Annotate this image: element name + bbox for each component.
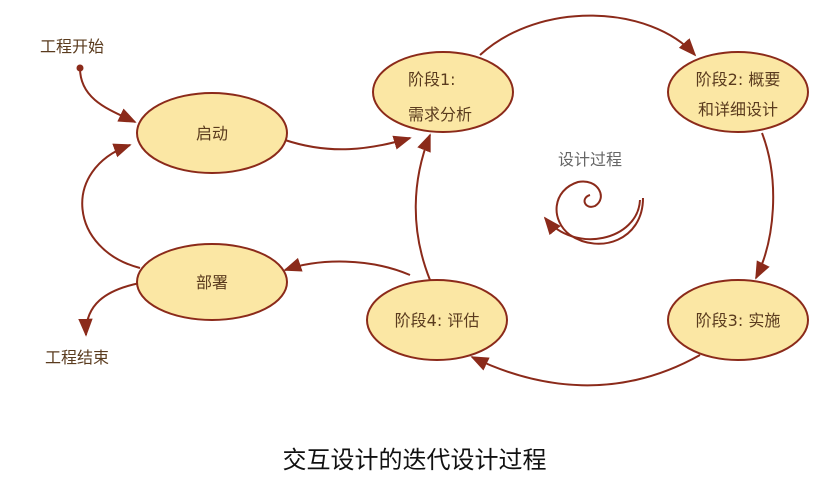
label-stage2-line1: 阶段2: 概要 xyxy=(696,70,781,89)
label-center: 设计过程 xyxy=(558,150,622,169)
label-start: 工程开始 xyxy=(40,37,104,56)
node-stage3 xyxy=(667,279,809,361)
arrow-deploy-to-end xyxy=(78,282,141,337)
arrow-stage4-to-deploy xyxy=(283,257,411,276)
cycle-arrow-icon xyxy=(543,199,641,241)
arrow-deploy-to-launch xyxy=(81,143,141,269)
start-dot xyxy=(76,64,84,72)
node-stage1 xyxy=(372,51,514,133)
label-launch: 启动 xyxy=(196,124,228,143)
arrow-stage3-to-stage4 xyxy=(470,354,701,387)
arrow-stage2-to-stage3 xyxy=(755,132,775,280)
arrow-launch-to-stage1 xyxy=(284,135,412,151)
node-launch xyxy=(136,92,288,174)
node-stage4 xyxy=(366,279,508,361)
node-stage2 xyxy=(667,51,809,133)
label-stage4: 阶段4: 评估 xyxy=(395,311,480,330)
arrow-stage1-to-stage2 xyxy=(479,14,697,57)
caption: 交互设计的迭代设计过程 xyxy=(282,446,547,474)
arrow-stage4-to-stage1 xyxy=(414,133,431,281)
label-end: 工程结束 xyxy=(45,348,109,367)
label-deploy: 部署 xyxy=(196,273,228,292)
label-stage1-line1: 阶段1: xyxy=(408,70,456,89)
spiral-icon xyxy=(555,180,644,245)
label-stage3: 阶段3: 实施 xyxy=(696,311,781,330)
label-stage1-line2: 需求分析 xyxy=(408,105,472,124)
label-stage2-line2: 和详细设计 xyxy=(698,100,778,119)
node-deploy xyxy=(136,243,288,321)
arrow-start-to-launch xyxy=(79,67,137,123)
